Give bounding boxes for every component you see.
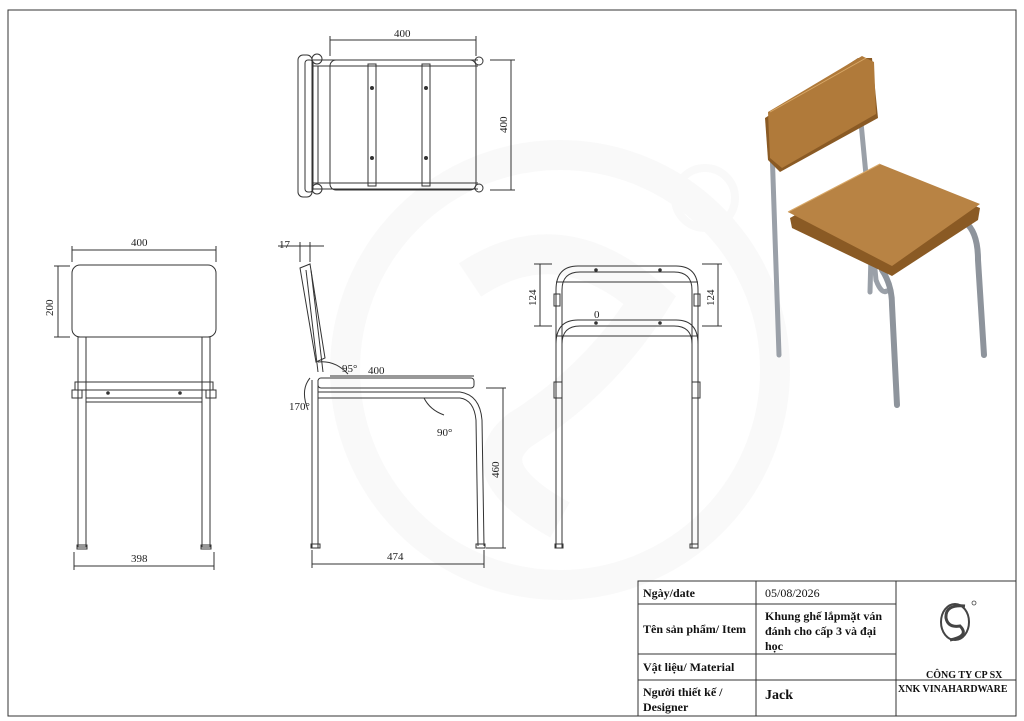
dim-rear-zero: 0: [594, 309, 600, 321]
designer-label-line2: Designer: [643, 700, 689, 714]
dim-side-frame-angle: 170°: [289, 401, 310, 413]
dim-side-seat-height: 460: [490, 461, 502, 478]
dim-front-height: 200: [44, 299, 56, 316]
company-logo-icon: [940, 600, 977, 642]
company-name-line1: CÔNG TY CP SX: [926, 668, 1003, 681]
company-name-line2: XNK VINAHARDWARE: [898, 684, 1008, 695]
dim-side-seat-depth: 400: [368, 365, 385, 377]
dim-side-back-angle: 95°: [342, 363, 357, 375]
dim-side-top-offset: 17: [279, 239, 291, 251]
item-value-line2: đánh cho cấp 3 và đại: [765, 624, 877, 638]
item-label: Tên sản phẩm/ Item: [643, 622, 746, 636]
designer-value: Jack: [765, 688, 793, 703]
item-value-line1: Khung ghế lắpmặt ván: [765, 609, 882, 623]
dim-front-width: 400: [131, 237, 148, 249]
top-view: [297, 36, 515, 198]
chair-3d-render: [765, 56, 987, 408]
dim-top-width: 400: [394, 28, 411, 40]
dim-rear-upper-left: 124: [527, 289, 539, 306]
rear-view: [534, 263, 722, 549]
title-block: [637, 580, 1017, 717]
item-value-line3: học: [765, 639, 784, 653]
side-view: [278, 242, 506, 568]
sheet-border: [7, 9, 1017, 717]
watermark-logo: [330, 140, 790, 600]
dim-top-depth: 400: [498, 116, 510, 133]
front-view: [54, 246, 217, 570]
date-value: 05/08/2026: [765, 586, 820, 600]
designer-label-line1: Người thiết kế /: [643, 685, 723, 699]
dim-side-bottom-depth: 474: [387, 551, 404, 563]
dim-rear-upper-right: 124: [705, 289, 717, 306]
date-label: Ngày/date: [643, 586, 696, 600]
material-label: Vật liệu/ Material: [643, 660, 735, 674]
dim-front-bottom: 398: [131, 553, 148, 565]
dim-side-leg-angle: 90°: [437, 427, 452, 439]
